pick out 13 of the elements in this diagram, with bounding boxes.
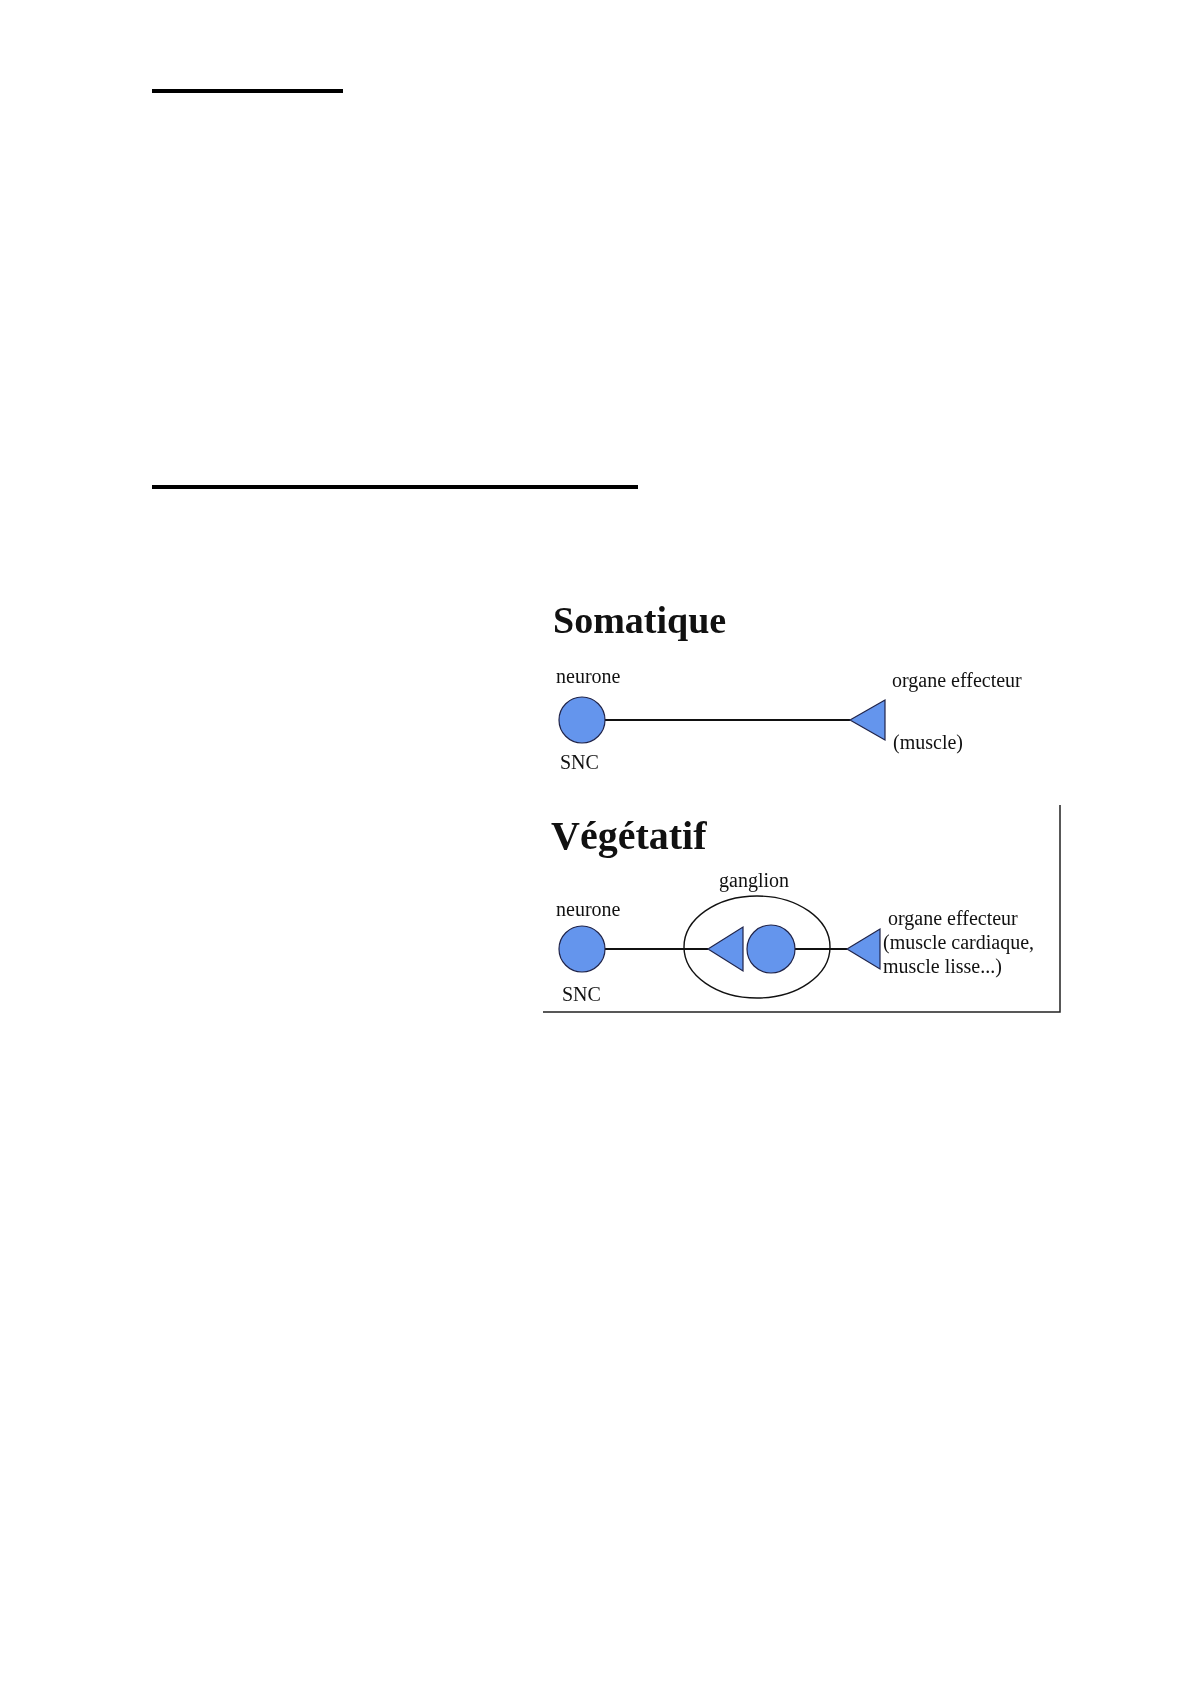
location-label: SNC: [562, 982, 601, 1006]
neuron-label: neurone: [556, 664, 621, 688]
ganglion-label: ganglion: [719, 868, 789, 892]
section-heading: Végétatif: [551, 812, 707, 859]
effector-note: (muscle): [893, 730, 963, 754]
axon-line: [604, 948, 709, 950]
neuron-label: neurone: [556, 897, 621, 921]
effector-label: organe effecteur: [892, 668, 1022, 692]
axon-line: [604, 719, 851, 721]
location-label: SNC: [560, 750, 599, 774]
effector-label: organe effecteur: [888, 906, 1018, 930]
effector-note: (muscle cardiaque, muscle lisse...): [883, 930, 1036, 978]
section-heading: Somatique: [553, 598, 727, 642]
